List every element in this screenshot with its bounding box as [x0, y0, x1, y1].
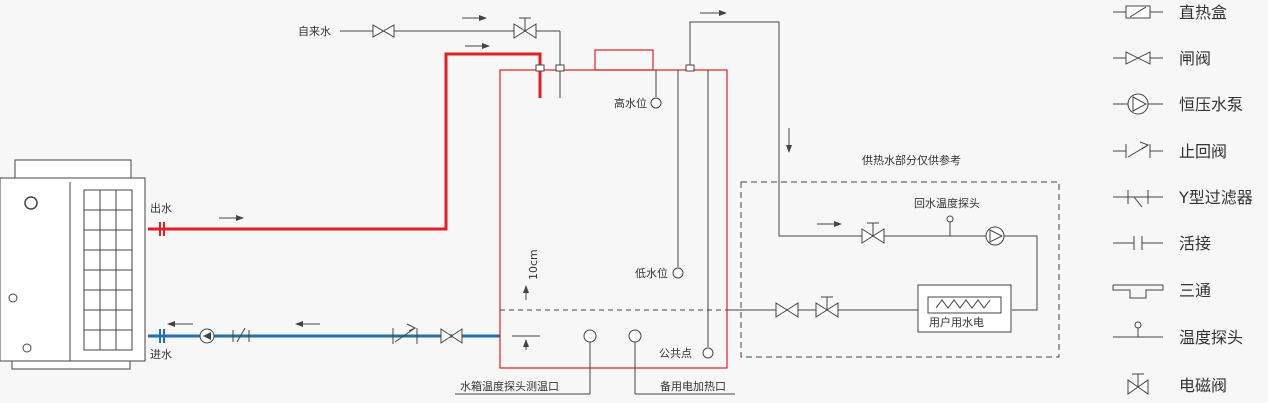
ten-cm-label: 10cm: [527, 249, 540, 280]
tap-water-line: [340, 17, 561, 98]
outlet-label: 出水: [150, 201, 172, 215]
outlet-union-joint: [159, 222, 165, 236]
high-level-sensor-icon: [650, 97, 662, 109]
y-strainer-icon: [1113, 190, 1163, 208]
supply-loop: [689, 21, 1060, 358]
return-probe-label: 回水温度探头: [914, 196, 980, 210]
solenoid-valve-icon: [1127, 373, 1149, 395]
legend-label: 恒压水泵: [1179, 95, 1243, 114]
return-temperature-probe-icon: [946, 215, 954, 236]
legend-label: Y型过滤器: [1178, 188, 1253, 207]
inlet-gate-valve-icon: [440, 328, 463, 344]
supply-solenoid-valve-icon: [815, 296, 839, 318]
high-level-label: 高水位: [614, 96, 647, 110]
legend-label: 三通: [1179, 281, 1211, 300]
return-solenoid-valve-icon: [861, 222, 885, 244]
gate-valve-icon: [1113, 51, 1163, 65]
legend-label: 闸阀: [1179, 49, 1211, 68]
tank-probe-port-label: 水箱温度探头测温口: [460, 379, 559, 393]
union-joint-icon: [1113, 236, 1163, 250]
condenser-grille: [83, 189, 133, 351]
low-level-sensor-icon: [672, 267, 684, 279]
backup-heater-port-icon: [628, 329, 642, 343]
constant-pressure-pump-icon: [1113, 93, 1163, 115]
common-point-label: 公共点: [659, 347, 692, 360]
supply-note-label: 供热水部分仅供参考: [862, 153, 961, 167]
user-water-label: 用户用水电: [929, 315, 984, 329]
tap-water-label: 自来水: [298, 25, 331, 38]
return-pump-icon: [985, 226, 1005, 246]
backup-heater-port-label: 备用电加热口: [660, 379, 726, 393]
temperature-probe-icon: [1113, 321, 1163, 338]
supply-section-boundary: [740, 181, 1060, 358]
hot-water-pipe: [148, 52, 542, 236]
inlet-y-strainer-icon: [232, 327, 250, 343]
inlet-label: 进水: [150, 348, 172, 361]
legend-label: 电磁阀: [1179, 376, 1227, 395]
heat-pump-unit: [0, 159, 146, 370]
tap-solenoid-valve-icon: [513, 17, 537, 39]
check-valve-icon: [1113, 141, 1163, 158]
tank-probe-port-icon: [583, 329, 597, 343]
direct-heat-box-icon: [1113, 5, 1163, 19]
tap-gate-valve-icon: [372, 24, 395, 38]
water-tank: [455, 49, 735, 395]
user-water-heater: [917, 284, 1012, 333]
low-level-label: 低水位: [635, 266, 668, 280]
legend-label: 止回阀: [1179, 142, 1227, 161]
legend: 直热盒 闸阀 恒压水泵 止回阀: [1112, 3, 1253, 395]
inlet-pump-icon: [199, 328, 215, 344]
cold-water-pipe: [148, 323, 500, 344]
legend-label: 温度探头: [1179, 328, 1243, 347]
common-point-sensor-icon: [702, 347, 714, 359]
legend-label: 直热盒: [1179, 3, 1227, 22]
supply-gate-valve-icon: [775, 302, 799, 318]
legend-label: 活接: [1179, 234, 1211, 253]
inlet-check-valve-icon: [392, 323, 418, 344]
tee-icon: [1112, 284, 1164, 299]
